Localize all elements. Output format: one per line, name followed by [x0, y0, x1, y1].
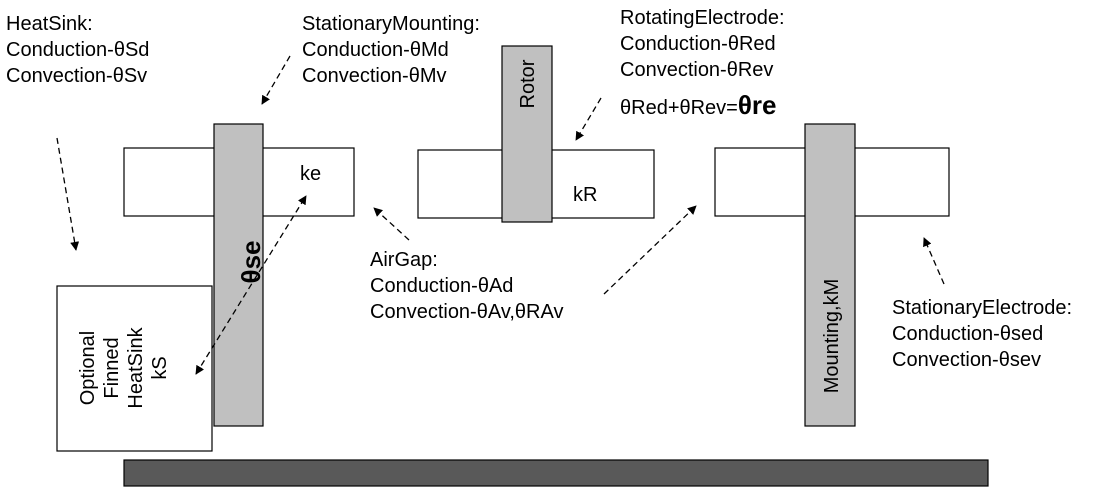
- heatsink-title: HeatSink:: [6, 13, 93, 35]
- airgap-title: AirGap:: [370, 249, 438, 271]
- airgap-to-electrode-arrow: [603, 205, 697, 295]
- heatsink-convection: Convection-θSv: [6, 65, 147, 87]
- mounting-label: Mounting,kM: [821, 279, 843, 394]
- mounting-bar: [804, 123, 856, 427]
- rotating-electrode-conduction: Conduction-θRed: [620, 33, 776, 55]
- theta-sum-prefix: θRed+θRev=: [620, 97, 738, 119]
- rotating-electrode-title: RotatingElectrode:: [620, 7, 785, 29]
- optional-heatsink-box: [56, 285, 213, 452]
- theta-se-label: θse: [236, 241, 266, 284]
- optional-heatsink-line2: Finned: [101, 337, 123, 398]
- rotating-electrode-convection: Convection-θRev: [620, 59, 773, 81]
- stationary-mounting-title: StationaryMounting:: [302, 13, 480, 35]
- stationary-electrode-arrow: [923, 237, 945, 285]
- heatsink-arrow: [56, 137, 80, 251]
- theta-re-result: θre: [738, 90, 777, 120]
- rotating-electrode-sum: θRed+θRev=θre: [620, 90, 777, 120]
- stationary-mounting-arrow: [261, 55, 291, 105]
- rotating-electrode-arrow: [575, 97, 602, 141]
- optional-heatsink-line3: HeatSink: [125, 326, 147, 408]
- heatsink-conduction: Conduction-θSd: [6, 39, 149, 61]
- theta-se-double-arrow: [195, 195, 307, 375]
- airgap-convection: Convection-θAv,θRAv: [370, 301, 563, 323]
- stationary-electrode-title: StationaryElectrode:: [892, 297, 1072, 319]
- rotor-bar: [501, 45, 553, 223]
- optional-heatsink-line1: Optional: [77, 331, 99, 406]
- base-plate: [123, 459, 989, 487]
- kr-label: kR: [573, 184, 597, 206]
- stationary-electrode-convection: Convection-θsev: [892, 349, 1041, 371]
- stationary-mounting-conduction: Conduction-θMd: [302, 39, 449, 61]
- optional-heatsink-line4: kS: [149, 356, 171, 379]
- stationary-mounting-convection: Convection-θMv: [302, 65, 447, 87]
- stationary-electrode-conduction: Conduction-θsed: [892, 323, 1043, 345]
- airgap-conduction: Conduction-θAd: [370, 275, 513, 297]
- rotor-label: Rotor: [517, 59, 539, 108]
- ke-label: ke: [300, 163, 321, 185]
- airgap-arrow: [373, 207, 410, 241]
